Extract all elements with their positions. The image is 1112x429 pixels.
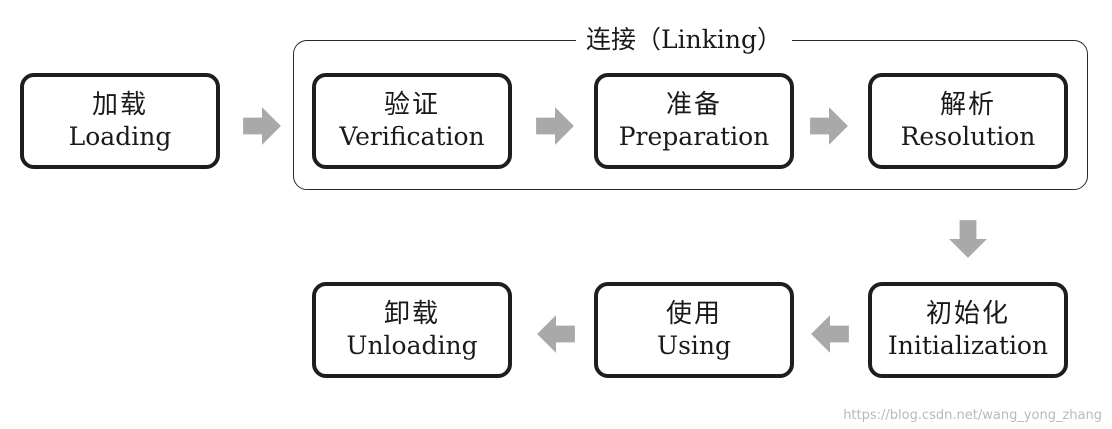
- arrow-down-icon: [947, 218, 989, 260]
- stage-using-en: Using: [657, 331, 731, 360]
- stage-using-zh: 使用: [665, 299, 722, 329]
- stage-using: 使用 Using: [594, 282, 794, 378]
- stage-unloading-zh: 卸载: [383, 299, 440, 329]
- watermark-text: https://blog.csdn.net/wang_yong_zhang: [843, 408, 1102, 423]
- stage-initialization: 初始化 Initialization: [868, 282, 1068, 378]
- stage-loading-zh: 加载: [91, 90, 148, 120]
- stage-preparation: 准备 Preparation: [594, 73, 794, 169]
- arrow-right-icon: [534, 105, 576, 147]
- arrow-right-icon: [808, 105, 850, 147]
- stage-unloading: 卸载 Unloading: [312, 282, 512, 378]
- stage-verification-en: Verification: [339, 122, 485, 151]
- arrow-right-icon: [241, 105, 283, 147]
- stage-resolution-zh: 解析: [939, 90, 996, 120]
- stage-initialization-zh: 初始化: [925, 299, 1010, 329]
- stage-initialization-en: Initialization: [887, 331, 1049, 360]
- stage-loading: 加载 Loading: [20, 73, 220, 169]
- stage-preparation-en: Preparation: [618, 122, 770, 151]
- stage-unloading-en: Unloading: [346, 331, 478, 360]
- stage-verification: 验证 Verification: [312, 73, 512, 169]
- stage-verification-zh: 验证: [383, 90, 440, 120]
- stage-preparation-zh: 准备: [665, 90, 722, 120]
- stage-resolution: 解析 Resolution: [868, 73, 1068, 169]
- stage-resolution-en: Resolution: [900, 122, 1036, 151]
- arrow-left-icon: [535, 313, 577, 355]
- linking-group-title: 连接（Linking）: [576, 24, 792, 56]
- arrow-left-icon: [809, 313, 851, 355]
- stage-loading-en: Loading: [68, 122, 172, 151]
